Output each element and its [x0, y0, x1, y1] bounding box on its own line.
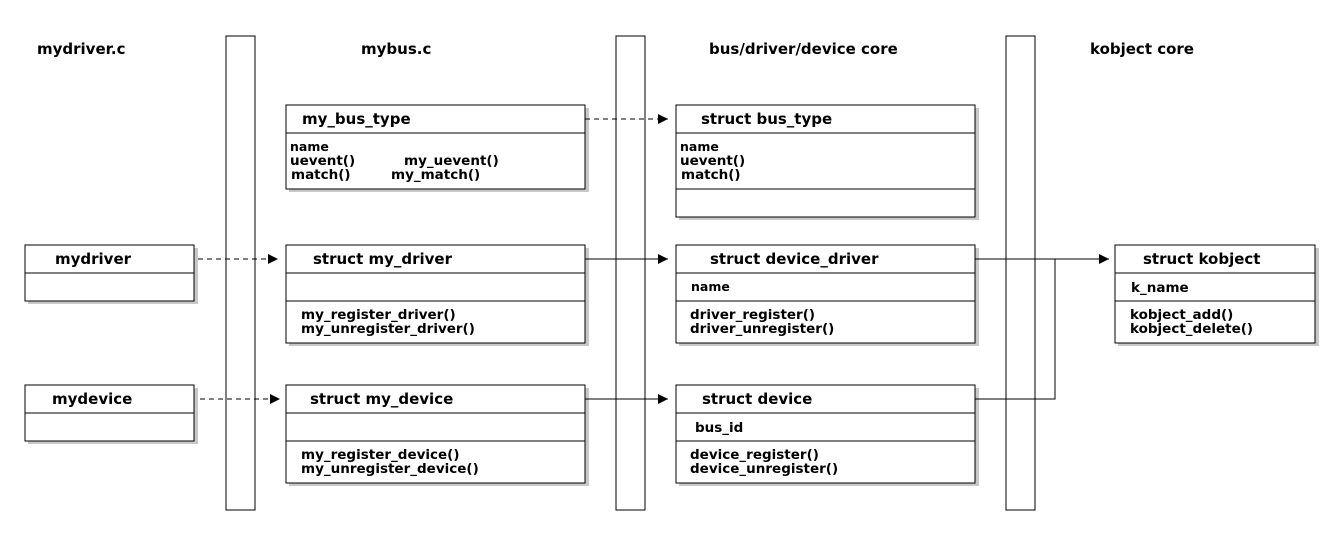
box-mydevice: mydevice — [24, 384, 198, 444]
method-driver-register: driver_register() — [690, 307, 815, 323]
field-name: name — [290, 139, 329, 154]
method-my-unregister-driver: my_unregister_driver() — [301, 321, 475, 337]
method-uevent: uevent() — [290, 153, 355, 169]
column-title-mydriver-c: mydriver.c — [37, 40, 125, 58]
box-title: struct my_device — [310, 390, 453, 408]
lifeline-bar-2 — [615, 35, 646, 511]
box-title: struct bus_type — [701, 110, 832, 128]
field-name: name — [680, 139, 719, 154]
box-struct-device: struct device bus_id device_register() d… — [675, 384, 979, 486]
box-struct-my-driver: struct my_driver my_register_driver() my… — [285, 244, 589, 346]
method-my-unregister-device: my_unregister_device() — [301, 461, 479, 477]
method-my-register-device: my_register_device() — [301, 447, 460, 463]
method-kobject-delete: kobject_delete() — [1130, 321, 1253, 337]
column-title-kobject-core: kobject core — [1090, 40, 1194, 58]
method-uevent: uevent() — [680, 153, 745, 169]
connector-device-to-kobject — [975, 259, 1056, 400]
box-struct-kobject: struct kobject k_name kobject_add() kobj… — [1114, 244, 1319, 346]
box-title: struct kobject — [1143, 250, 1260, 268]
box-struct-device-driver: struct device_driver name driver_registe… — [675, 244, 979, 346]
method-device-register: device_register() — [690, 447, 819, 463]
lifeline-bar-3 — [1005, 35, 1036, 511]
column-title-mybus-c: mybus.c — [361, 40, 431, 58]
box-struct-my-device: struct my_device my_register_device() my… — [285, 384, 589, 486]
box-mydriver: mydriver — [24, 244, 198, 304]
box-title: struct device_driver — [710, 250, 879, 268]
method-my-register-driver: my_register_driver() — [301, 307, 456, 323]
method-device-unregister: device_unregister() — [690, 461, 838, 477]
method-driver-unregister: driver_unregister() — [690, 321, 834, 337]
box-my-bus-type: my_bus_type name uevent() my_uevent() ma… — [285, 104, 589, 192]
box-struct-bus-type: struct bus_type name uevent() match() — [675, 104, 979, 220]
box-title: my_bus_type — [302, 110, 411, 128]
method-my-match: my_match() — [391, 167, 480, 183]
column-title-core: bus/driver/device core — [709, 40, 898, 58]
method-my-uevent: my_uevent() — [404, 153, 499, 169]
box-title: struct my_driver — [313, 250, 453, 268]
box-title: mydevice — [52, 390, 132, 408]
method-match: match() — [681, 167, 741, 183]
box-title: mydriver — [55, 250, 132, 268]
field-name: name — [691, 279, 730, 294]
lifeline-bar-1 — [225, 35, 256, 511]
method-match: match() — [291, 167, 351, 183]
box-title: struct device — [702, 390, 812, 408]
method-kobject-add: kobject_add() — [1130, 307, 1233, 323]
field-k-name: k_name — [1131, 280, 1189, 296]
field-bus-id: bus_id — [695, 420, 743, 436]
